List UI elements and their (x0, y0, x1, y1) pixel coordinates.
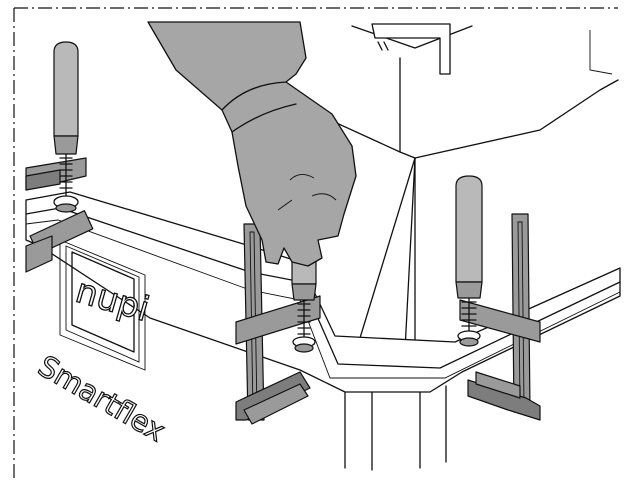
smartflex-brand-text: Smartflex (33, 349, 172, 449)
lower-pipe (344, 385, 447, 471)
left-clamp (25, 41, 94, 273)
elbow-fitting (329, 23, 619, 355)
dash-dot-border (13, 7, 618, 480)
gloved-hand (147, 21, 357, 267)
right-clamp (455, 175, 541, 421)
